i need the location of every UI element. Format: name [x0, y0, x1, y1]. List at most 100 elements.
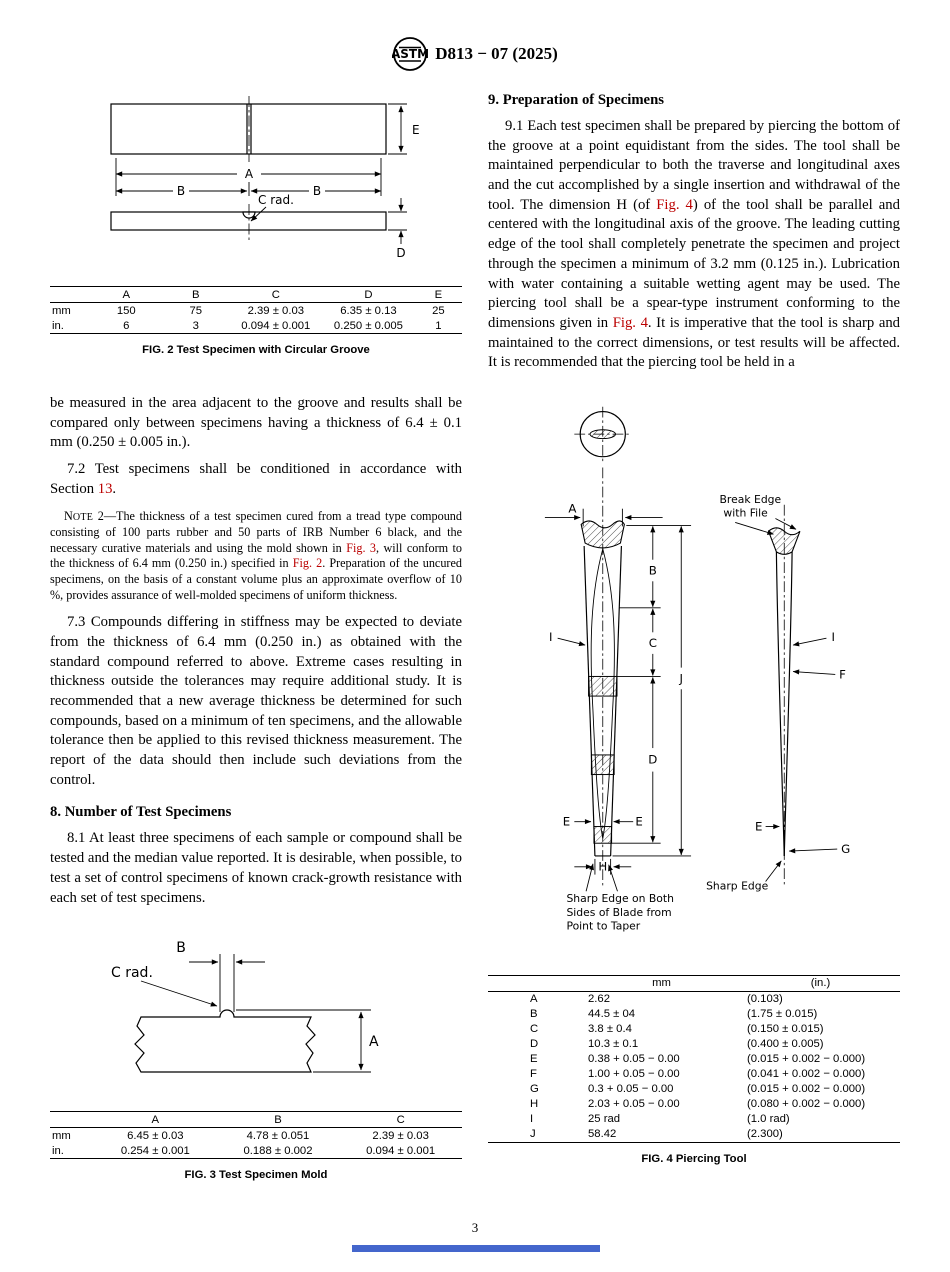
- table-cell: (0.080 + 0.002 − 0.000): [747, 1098, 866, 1111]
- text-segment: , will conform to the thickness of 6.4 m…: [50, 540, 462, 571]
- table-header-cell: C: [229, 286, 323, 303]
- table-cell: 6: [90, 318, 163, 334]
- fig4-break-edge-leader: [735, 521, 774, 535]
- table-cell: I: [530, 1113, 534, 1126]
- section-8-heading: 8. Number of Test Specimens: [50, 804, 232, 821]
- table-cell: 0.254 ± 0.001: [94, 1143, 217, 1160]
- table-cell: 0.094 ± 0.001: [339, 1143, 462, 1160]
- table-header-cell: [50, 1111, 94, 1129]
- table-cell: C: [530, 1023, 539, 1036]
- table-cell: 0.3 + 0.05 − 0.00: [588, 1083, 674, 1096]
- note-2: NOTE 2—The thickness of a test specimen …: [50, 509, 462, 603]
- fig4-label-g: G: [841, 842, 850, 856]
- table-header-cell: D: [322, 286, 415, 303]
- table-cell: 2.39 ± 0.03: [372, 1129, 429, 1142]
- cross-reference-link[interactable]: Fig. 4: [656, 196, 693, 213]
- section-9-heading: 9. Preparation of Specimens: [488, 92, 664, 108]
- table-cell: 58.42: [582, 1126, 741, 1143]
- paragraph-7-1-continuation: be measured in the area adjacent to the …: [50, 394, 462, 453]
- table-cell: 1: [414, 318, 462, 334]
- fig4-sharp-long-leader: [608, 864, 618, 892]
- fig3-dim-b: [189, 954, 265, 1013]
- table-header-row: mm(in.): [488, 974, 900, 992]
- text-segment: N: [64, 509, 73, 524]
- table-cell: (0.150 ± 0.015): [747, 1023, 824, 1036]
- fig4-hatched-bands: [588, 675, 618, 844]
- table-cell: (0.041 + 0.002 − 0.000): [747, 1068, 866, 1081]
- table-cell: 6.45 ± 0.03: [127, 1129, 184, 1142]
- text-segment: .: [112, 480, 117, 497]
- table-cell: 25: [432, 304, 445, 317]
- cross-reference-link[interactable]: 13: [97, 480, 113, 497]
- table-header-cell: E: [414, 286, 462, 303]
- table-cell: mm: [52, 1129, 71, 1142]
- table-cell: 0.250 ± 0.005: [322, 318, 415, 334]
- table-cell: B: [530, 1008, 538, 1021]
- fig4-sharp-edge-long-note: Point to Taper: [566, 919, 640, 932]
- fig4-label-i: I: [549, 630, 552, 644]
- fig4-i-leader-left: [557, 637, 586, 647]
- table-cell: 44.5 ± 04: [588, 1008, 636, 1021]
- table-header-cell: [488, 974, 582, 992]
- table-cell: G: [530, 1083, 539, 1096]
- table-header-cell: B: [162, 286, 230, 303]
- fig4-ferrule: [580, 520, 625, 549]
- fig2-label-b: B: [177, 184, 185, 198]
- fig4-break-edge-wedge: [767, 527, 801, 555]
- fig4-handle-end-view: [574, 406, 632, 464]
- figure-4-caption: FIG. 4 Piercing Tool: [641, 1152, 747, 1165]
- cross-reference-link[interactable]: Fig. 3: [346, 540, 376, 555]
- table-cell: 6.35 ± 0.13: [340, 304, 397, 317]
- standard-designation: D813 − 07 (2025): [435, 44, 558, 63]
- figure-4-drawing: A: [544, 406, 850, 932]
- fig3-dim-a: [236, 1009, 371, 1073]
- cross-reference-link[interactable]: Fig. 2: [292, 556, 323, 571]
- table-cell: 4.78 ± 0.051: [246, 1129, 310, 1142]
- table-cell: 2.62: [588, 993, 610, 1006]
- fig2-dim-e: [388, 103, 407, 155]
- fig3-label-b: B: [176, 940, 186, 956]
- table-cell: D: [530, 1038, 539, 1051]
- table-cell: 0.38 + 0.05 − 0.00: [588, 1053, 680, 1066]
- fig2-label-e: E: [412, 123, 420, 137]
- table-cell: 75: [189, 304, 203, 317]
- fig4-label-j: J: [679, 671, 683, 685]
- fig4-break-edge-note: Break Edge: [720, 493, 782, 506]
- figure-3-drawing: B C rad. A: [111, 940, 379, 1073]
- fig4-label-e: E: [563, 814, 570, 828]
- table-cell: 25 rad: [588, 1113, 621, 1126]
- footer-link-highlight[interactable]: [352, 1245, 600, 1252]
- page-number: 3: [471, 1220, 479, 1235]
- figure-2-drawing: E A B B C rad.: [110, 96, 420, 260]
- text-segment: be measured in the area adjacent to the …: [50, 395, 462, 451]
- table-cell: (2.300): [741, 1126, 900, 1143]
- table-cell: 3: [162, 318, 230, 334]
- figure-2: E A B B C rad.: [50, 94, 462, 356]
- table-cell: 0.188 ± 0.002: [216, 1143, 340, 1160]
- figure-3-caption: FIG. 3 Test Specimen Mold: [184, 1169, 328, 1182]
- astm-logo-text: ASTM: [392, 47, 428, 61]
- table-cell: E: [530, 1053, 538, 1066]
- fig2-label-d: D: [396, 246, 405, 260]
- fig2-label-b: B: [313, 184, 321, 198]
- fig4-f-leader: [792, 669, 836, 675]
- table-cell: A: [530, 993, 538, 1006]
- cross-reference-link[interactable]: Fig. 4: [612, 314, 648, 331]
- table-cell: (1.75 ± 0.015): [747, 1008, 818, 1021]
- fig4-sharp-edge-note: Sharp Edge: [706, 879, 768, 892]
- table-cell: H: [530, 1098, 539, 1111]
- paragraph-7-2: 7.2 Test specimens shall be conditioned …: [50, 460, 462, 499]
- text-segment: 9.1 Each test specimen shall be prepared…: [488, 118, 900, 213]
- fig4-label-b: B: [649, 563, 657, 577]
- figure-4: A: [488, 387, 900, 1165]
- fig4-sharp-edge-leader: [765, 860, 782, 882]
